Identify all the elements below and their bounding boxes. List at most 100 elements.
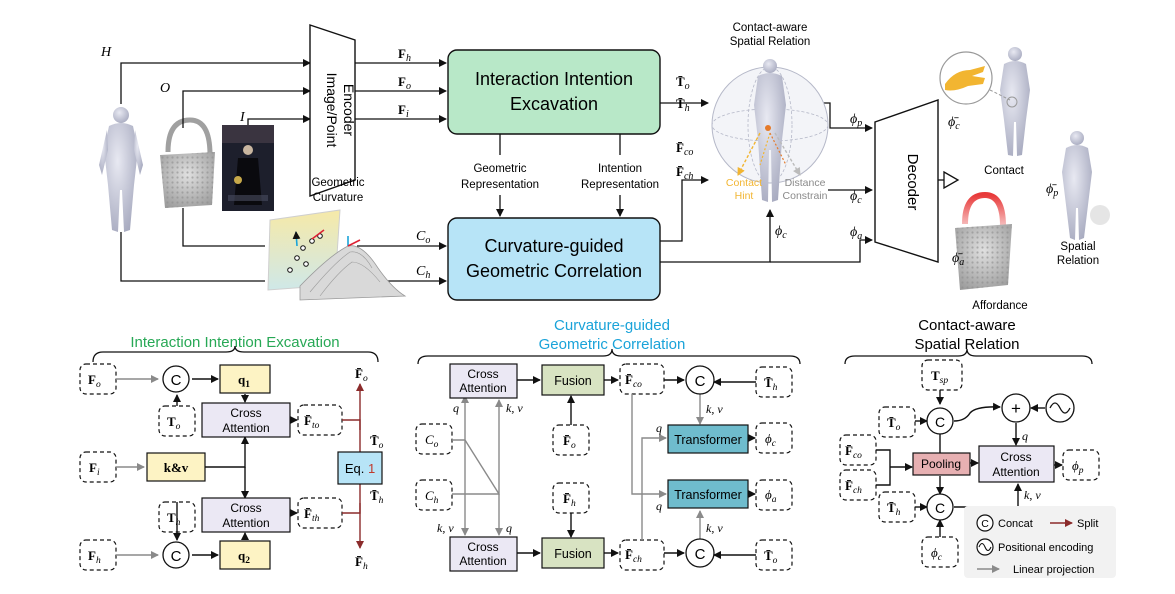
geometric-curvature-line2: Curvature	[313, 192, 364, 204]
cgc-transformer-2: Transformer	[674, 488, 742, 502]
iie-panel-fth: F̄th	[304, 506, 320, 524]
csr-kv-label: k, v	[1024, 488, 1041, 502]
iie-cross-attention-1-line1: Cross	[230, 406, 261, 420]
cgc-panel-fo: F̄o	[563, 433, 576, 451]
geometric-representation-line1: Geometric	[473, 163, 526, 175]
object-input-bag	[160, 117, 215, 208]
phi-p-top: ϕp	[850, 112, 862, 129]
csr-panel-phi-p: ϕp	[1072, 458, 1084, 476]
curvature-ch: Ch	[416, 264, 430, 281]
cgc-concat-symbol-bottom: C	[695, 546, 706, 563]
intention-representation-line2: Representation	[581, 179, 659, 191]
iie-concat-symbol-1: C	[171, 372, 182, 389]
iie-panel	[79, 363, 383, 571]
cgc-panel-ch: Ch	[425, 488, 439, 506]
encoder-label-line2: Encoder	[341, 84, 357, 136]
geometric-curvature-illustration	[267, 209, 407, 301]
iie-panel-bar-fo: F̄o	[355, 366, 368, 384]
phi-c-middle: ϕc	[775, 224, 787, 241]
cgc-kv-label-bottom: k, v	[437, 521, 454, 535]
csr-panel-th: T̄h	[887, 500, 901, 518]
cgc-panel-title-line1: Curvature-guided	[554, 317, 670, 334]
iie-panel-bar-th: T̄h	[370, 488, 384, 506]
iie-cross-attention-1-line2: Attention	[222, 421, 269, 435]
iie-label-line1: Interaction Intention	[475, 69, 633, 89]
spatial-relation-sphere	[711, 59, 829, 202]
legend-positional-label: Positional encoding	[998, 542, 1093, 554]
decoder-label: Decoder	[904, 154, 921, 211]
csr-panel-phi-c: ϕc	[931, 545, 943, 563]
legend-concat-icon: C	[981, 518, 989, 530]
iie-query-q2: q2	[238, 548, 250, 566]
csr-label-line2: Spatial Relation	[730, 36, 811, 48]
affordance-output-bag	[955, 191, 1012, 290]
output-to: T̄o	[676, 74, 690, 92]
iie-cross-attention-2-line2: Attention	[222, 516, 269, 530]
output-fco: F̄co	[676, 140, 693, 158]
contact-label: Contact	[984, 165, 1024, 177]
cgc-fusion-bottom: Fusion	[554, 547, 592, 561]
contact-output-figure	[1000, 47, 1030, 156]
cgc-cross-attention-bottom-line1: Cross	[467, 540, 498, 554]
cgc-concat-symbol-top: C	[695, 373, 706, 390]
curvature-co: Co	[416, 229, 430, 246]
iie-label-line2: Excavation	[510, 94, 598, 114]
cgc-label-line1: Curvature-guided	[484, 236, 623, 256]
iie-query-q1: q1	[238, 372, 250, 390]
geometric-representation-line2: Representation	[461, 179, 539, 191]
bar-phi-c: ϕ̄c	[948, 115, 960, 132]
curvature-guided-geometric-correlation-box	[447, 217, 661, 301]
legend-linear-label: Linear projection	[1013, 564, 1094, 576]
affordance-label: Affordance	[972, 300, 1027, 312]
phi-a-top: ϕa	[850, 225, 862, 242]
csr-panel-to: T̄o	[887, 415, 901, 433]
iie-cross-attention-2-line1: Cross	[230, 501, 261, 515]
input-label-o: O	[160, 81, 170, 96]
cgc-panel-phi-c: ϕc	[765, 431, 777, 449]
bar-phi-p: ϕ̄p	[1046, 182, 1058, 199]
bar-phi-a: ϕ̄a	[952, 251, 964, 268]
contact-hint-line1: Contact	[726, 177, 762, 189]
spatial-relation-output-figure	[1062, 131, 1110, 240]
cgc-panel-to: T̄o	[764, 548, 778, 566]
cgc-kv-label-t1: k, v	[706, 402, 723, 416]
csr-cross-attention-line2: Attention	[992, 465, 1039, 479]
csr-panel-brace	[844, 348, 1093, 365]
feature-fh: Fh	[398, 46, 411, 64]
iie-panel-th: Th	[167, 510, 181, 528]
geometric-curvature-line1: Geometric	[311, 177, 364, 189]
csr-label-line1: Contact-aware	[733, 22, 808, 34]
csr-add-symbol: +	[1011, 399, 1021, 418]
csr-panel-title-line2: Spatial Relation	[914, 336, 1019, 353]
cgc-panel-th: T̄h	[764, 375, 778, 393]
input-label-i: I	[239, 110, 246, 125]
iie-panel-bar-to: T̄o	[370, 433, 384, 451]
spatial-relation-line2: Relation	[1057, 255, 1099, 267]
csr-concat-symbol-top: C	[935, 414, 945, 430]
iie-panel-fi: Fi	[89, 460, 100, 478]
csr-pooling: Pooling	[921, 457, 961, 471]
image-input-photo	[222, 125, 274, 211]
cgc-panel-fch: F̄ch	[625, 547, 642, 565]
csr-panel-fch: F̄ch	[845, 478, 862, 496]
distance-constrain-line2: Constrain	[783, 190, 828, 202]
iie-panel-fo: Fo	[88, 372, 101, 390]
cgc-panel-co: Co	[425, 432, 439, 450]
legend	[964, 506, 1116, 578]
csr-concat-symbol-bottom: C	[935, 500, 945, 516]
decoder	[874, 99, 939, 263]
spatial-relation-line1: Spatial	[1060, 241, 1095, 253]
cgc-panel	[415, 363, 793, 572]
iie-panel-brace	[92, 345, 379, 363]
iie-panel-fto: F̄to	[304, 413, 320, 431]
interaction-intention-excavation-box	[447, 49, 661, 135]
contact-hint-line2: Hint	[735, 190, 754, 202]
distance-constrain-line1: Distance	[785, 177, 826, 189]
cgc-q-label-t2: q	[656, 499, 662, 513]
cgc-cross-attention-top-line1: Cross	[467, 367, 498, 381]
cgc-cross-attention-top-line2: Attention	[459, 381, 506, 395]
cgc-kv-label-top: k, v	[506, 401, 523, 415]
csr-q-label: q	[1022, 429, 1028, 443]
cgc-fusion-top: Fusion	[554, 374, 592, 388]
